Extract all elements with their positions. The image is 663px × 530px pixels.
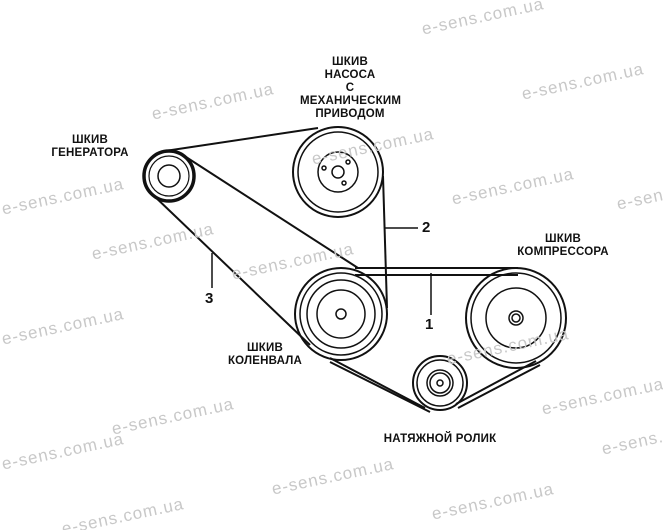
- label-line: КОМПРЕССОРА: [517, 246, 609, 258]
- generator-pulley: [142, 149, 196, 203]
- crankshaft-pulley-label: ШКИВ КОЛЕНВАЛА: [215, 342, 315, 368]
- tensioner-label: НАТЯЖНОЙ РОЛИК: [383, 433, 497, 445]
- compressor-pulley: [465, 267, 567, 369]
- callout-3: 3: [205, 290, 214, 307]
- compressor-pulley-label: ШКИВ КОМПРЕССОРА: [508, 233, 618, 259]
- callout-2: 2: [422, 219, 431, 236]
- label-line: ШКИВ: [72, 134, 108, 146]
- label-line: ПРИВОДОМ: [315, 108, 385, 120]
- label-line: С МЕХАНИЧЕСКИМ: [300, 82, 402, 107]
- pump-pulley: [292, 126, 384, 218]
- label-line: КОЛЕНВАЛА: [227, 355, 303, 367]
- callout-1: 1: [425, 316, 434, 333]
- label-line: ШКИВ: [332, 56, 368, 68]
- label-line: НАСОСА: [324, 69, 376, 81]
- belt-2: [382, 175, 388, 309]
- label-line: ШКИВ: [247, 342, 283, 354]
- belt-3: [149, 127, 359, 346]
- crankshaft-pulley: [294, 267, 388, 361]
- generator-pulley-label: ШКИВ ГЕНЕРАТОРА: [40, 134, 140, 160]
- tensioner-pulley: [412, 355, 468, 411]
- label-line: ШКИВ: [545, 233, 581, 245]
- pump-pulley-label: ШКИВ НАСОСА С МЕХАНИЧЕСКИМ ПРИВОДОМ: [300, 56, 402, 121]
- label-line: ГЕНЕРАТОРА: [51, 147, 129, 159]
- callout-leaders: [211, 227, 432, 315]
